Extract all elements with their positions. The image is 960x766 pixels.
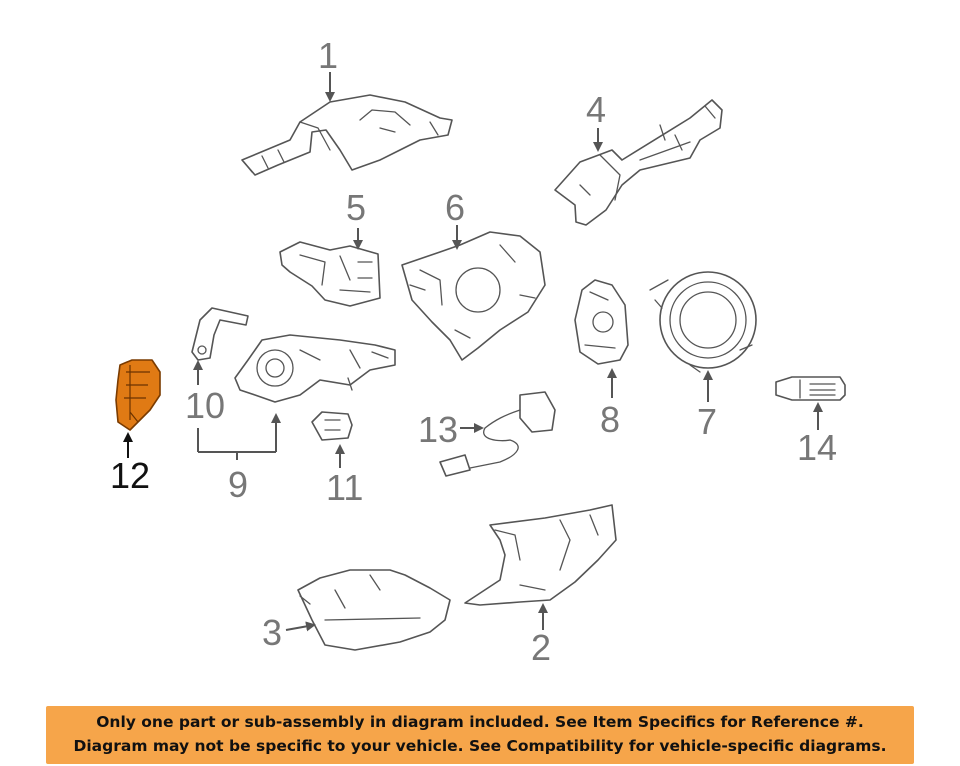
callout-14: 14 <box>797 427 837 468</box>
callout-2: 2 <box>531 627 551 668</box>
part-9-callout-bracket <box>197 413 281 460</box>
part-12-highlighted-switch <box>115 359 161 431</box>
callout-4: 4 <box>586 89 606 130</box>
part-10-bracket <box>191 307 249 361</box>
part-11-switch <box>311 411 353 441</box>
callout-11: 11 <box>326 467 363 508</box>
callout-9: 9 <box>228 464 248 505</box>
callout-1: 1 <box>318 35 338 76</box>
part-14-switch <box>775 376 846 401</box>
banner-line-1: Only one part or sub-assembly in diagram… <box>96 713 864 731</box>
callout-8: 8 <box>600 399 620 440</box>
part-8-sensor <box>574 279 629 365</box>
part-2-lower-cover <box>464 504 617 606</box>
disclaimer-banner: Only one part or sub-assembly in diagram… <box>46 706 914 764</box>
part-5-lever-switch <box>279 241 381 307</box>
part-9-ignition-switch <box>234 334 396 403</box>
part-3-lower-cover <box>297 569 451 651</box>
part-7-clockspring <box>649 271 757 373</box>
callout-12: 12 <box>110 455 150 496</box>
callout-5: 5 <box>346 187 366 228</box>
part-6-switch-housing <box>401 231 546 361</box>
part-13-wire-harness <box>439 391 556 477</box>
part-4-lever-switch <box>554 99 723 226</box>
callout-6: 6 <box>445 187 465 228</box>
callout-10: 10 <box>185 385 225 426</box>
callout-13: 13 <box>418 409 458 450</box>
banner-line-2: Diagram may not be specific to your vehi… <box>73 737 887 755</box>
callout-7: 7 <box>697 401 717 442</box>
part-1-upper-cover <box>241 94 453 176</box>
callout-3: 3 <box>262 612 282 653</box>
